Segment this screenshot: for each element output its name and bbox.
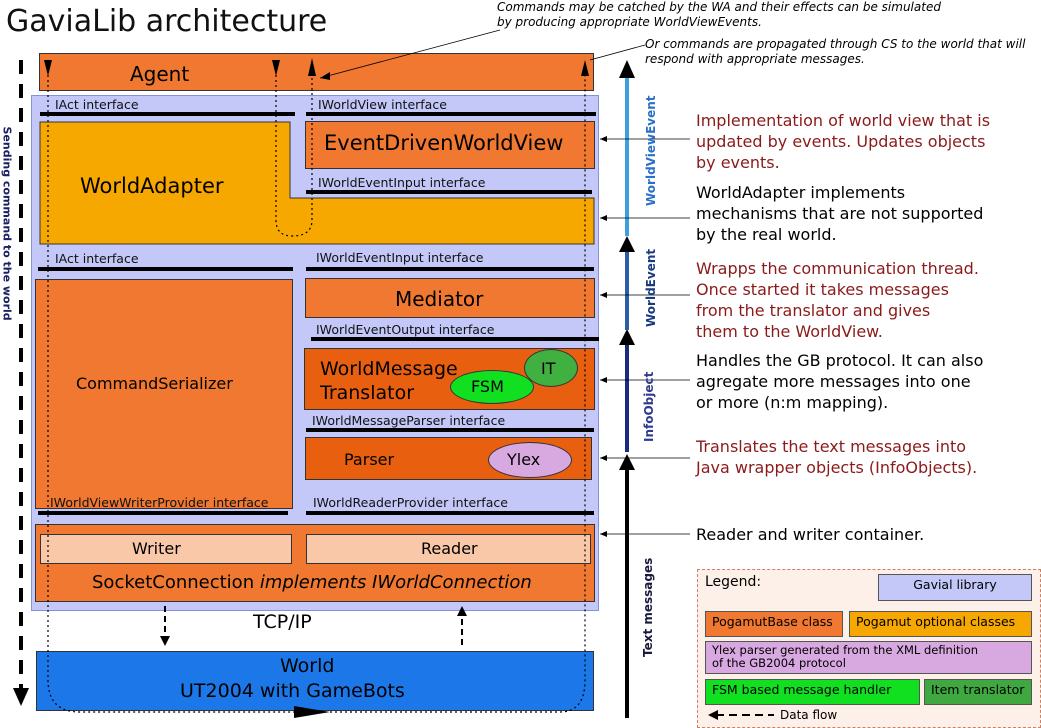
note-propagated-text: Or commands are propagated through CS to… bbox=[645, 37, 1026, 66]
iface-iworldmessageparser: IWorldMessageParser interface bbox=[312, 413, 506, 428]
desc-worldadapter: WorldAdapter implements mechanisms that … bbox=[696, 182, 983, 245]
iface-iworldviewwriterprovider-bar bbox=[38, 511, 288, 515]
legend-gavial-text: Gavial library bbox=[913, 577, 997, 592]
legend-gavial: Gavial library bbox=[878, 574, 1032, 601]
note-catched: Commands may be catched by the WA and th… bbox=[497, 0, 957, 30]
legend-dataflow-label: Data flow bbox=[780, 708, 838, 722]
mediator-box bbox=[305, 278, 595, 318]
world-label-2: UT2004 with GameBots bbox=[180, 680, 405, 702]
legend-ylex: Ylex parser generated from the XML defin… bbox=[705, 641, 1032, 674]
iface-iworldeventoutput-bar bbox=[311, 337, 599, 341]
translator-label-2: Translator bbox=[320, 382, 415, 404]
iface-iworldeventinput-top: IWorldEventInput interface bbox=[318, 175, 486, 190]
ylex-ellipse bbox=[488, 442, 572, 478]
socketconnection-implements: implements IWorldConnection bbox=[259, 572, 532, 593]
iface-iact-top: IAct interface bbox=[55, 97, 139, 112]
desc-worldview-3: by events. bbox=[696, 153, 780, 172]
it-label: IT bbox=[541, 359, 556, 378]
reader-box bbox=[306, 534, 591, 564]
commandserializer-box bbox=[35, 279, 293, 509]
eventdrivenworldview-label: EventDrivenWorldView bbox=[324, 131, 564, 155]
desc-mediator-2: Once started it takes messages bbox=[696, 280, 949, 299]
iface-iact-mid-bar bbox=[38, 267, 293, 271]
desc-container: Reader and writer container. bbox=[696, 524, 924, 545]
eventdrivenworldview-box bbox=[305, 121, 595, 169]
desc-mediator: Wrapps the communication thread. Once st… bbox=[696, 258, 979, 342]
legend-ylex-text-1: Ylex parser generated from the XML defin… bbox=[712, 643, 979, 657]
socketconnection-label: SocketConnection implements IWorldConnec… bbox=[92, 572, 532, 593]
agent-label: Agent bbox=[130, 62, 190, 86]
commandserializer-label: CommandSerializer bbox=[76, 374, 233, 393]
legend-ylex-text-2: of the GB2004 protocol bbox=[712, 656, 846, 670]
iface-iworldeventinput-mid: IWorldEventInput interface bbox=[316, 250, 484, 265]
legend-optional-text: Pogamut optional classes bbox=[856, 614, 1016, 629]
world-label-1: World bbox=[280, 655, 335, 677]
desc-worldview: Implementation of world view that is upd… bbox=[696, 110, 990, 173]
fsm-ellipse bbox=[450, 370, 534, 404]
iface-iworldeventinput-top-bar bbox=[306, 190, 592, 194]
legend-dataflow-arrow bbox=[708, 710, 774, 720]
desc-translator-2: agregate more messages into one bbox=[696, 372, 971, 391]
legend-optional: Pogamut optional classes bbox=[849, 611, 1032, 637]
desc-worldadapter-3: by the real world. bbox=[696, 225, 837, 244]
desc-parser: Translates the text messages into Java w… bbox=[696, 436, 977, 478]
desc-worldadapter-2: mechanisms that are not supported bbox=[696, 204, 984, 223]
iface-iworldreaderprovider-bar bbox=[306, 511, 594, 515]
tcpip-label: TCP/IP bbox=[253, 611, 312, 633]
desc-worldadapter-1: WorldAdapter implements bbox=[696, 183, 906, 202]
note-propagated: Or commands are propagated through CS to… bbox=[645, 37, 1040, 67]
legend-item-text: Item translator bbox=[931, 682, 1025, 697]
translator-label-1: WorldMessage bbox=[320, 358, 458, 380]
desc-translator-1: Handles the GB protocol. It can also bbox=[696, 351, 984, 370]
worldadapter-label: WorldAdapter bbox=[80, 174, 224, 198]
iface-iact-top-bar bbox=[40, 112, 295, 116]
it-ellipse bbox=[524, 349, 578, 387]
note-catched-text: Commands may be catched by the WA and th… bbox=[497, 0, 941, 29]
desc-mediator-1: Wrapps the communication thread. bbox=[696, 259, 979, 278]
parser-label: Parser bbox=[344, 450, 395, 469]
fsm-label: FSM bbox=[471, 377, 504, 396]
mediator-label: Mediator bbox=[395, 287, 484, 311]
desc-worldview-2: updated by events. Updates objects bbox=[696, 132, 986, 151]
iface-iworldview-bar bbox=[306, 112, 596, 116]
iface-iworldeventinput-mid-bar bbox=[306, 267, 594, 271]
legend-title: Legend: bbox=[705, 574, 762, 590]
legend-fsm-text: FSM based message handler bbox=[712, 682, 892, 697]
legend-pogamutbase-text: PogamutBase class bbox=[712, 614, 833, 629]
infoobject-label: InfoObject bbox=[642, 371, 656, 442]
iface-iworldreaderprovider: IWorldReaderProvider interface bbox=[313, 495, 508, 510]
world-box bbox=[36, 651, 594, 711]
worldviewevent-label: WorldViewEvent bbox=[644, 95, 658, 206]
textmessages-label: Text messages bbox=[641, 557, 655, 657]
desc-mediator-3: from the translator and gives bbox=[696, 301, 931, 320]
iface-iworldeventoutput: IWorldEventOutput interface bbox=[316, 322, 495, 337]
desc-mediator-4: them to the WorldView. bbox=[696, 322, 883, 341]
agent-box bbox=[39, 53, 594, 91]
desc-translator-3: or more (n:m mapping). bbox=[696, 393, 889, 412]
desc-parser-1: Translates the text messages into bbox=[696, 437, 967, 456]
worldevent-label: WorldEvent bbox=[644, 248, 658, 327]
legend-item: Item translator bbox=[924, 679, 1032, 705]
desc-worldview-1: Implementation of world view that is bbox=[696, 111, 991, 130]
iface-iworldmessageparser-bar bbox=[306, 428, 594, 432]
ylex-label: Ylex bbox=[507, 450, 541, 469]
iface-iworldviewwriterprovider: IWorldViewWriterProvider interface bbox=[50, 495, 269, 510]
legend-pogamutbase: PogamutBase class bbox=[705, 611, 843, 637]
legend-fsm: FSM based message handler bbox=[705, 679, 920, 705]
reader-label: Reader bbox=[421, 539, 478, 558]
sending-command-label: Sending command to the world bbox=[0, 126, 14, 321]
desc-container-1: Reader and writer container. bbox=[696, 525, 925, 544]
writer-box bbox=[40, 534, 292, 564]
iface-iworldview: IWorldView interface bbox=[318, 97, 447, 112]
iface-iact-mid: IAct interface bbox=[55, 251, 139, 266]
desc-translator: Handles the GB protocol. It can also agr… bbox=[696, 350, 983, 413]
desc-parser-2: Java wrapper objects (InfoObjects). bbox=[696, 458, 978, 477]
page-title: GaviaLib architecture bbox=[6, 4, 328, 39]
writer-label: Writer bbox=[132, 539, 181, 558]
socketconnection-name: SocketConnection bbox=[92, 572, 260, 593]
